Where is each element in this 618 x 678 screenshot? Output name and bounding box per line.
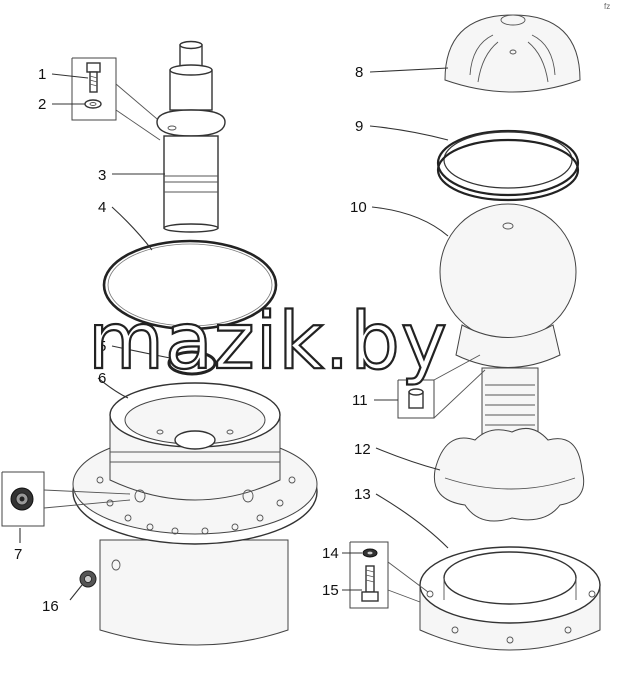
- part-2-washer: [84, 99, 102, 109]
- callout-3: 3: [98, 167, 106, 184]
- callout-1: 1: [38, 66, 46, 83]
- callout-5: 5: [98, 338, 106, 355]
- callout-12: 12: [354, 441, 371, 458]
- part-6-flange-housing: [72, 382, 318, 646]
- callout-7: 7: [14, 546, 22, 563]
- part-10-lever-knob: [439, 203, 577, 445]
- callout-2: 2: [38, 96, 46, 113]
- callout-6: 6: [98, 370, 106, 387]
- callout-14: 14: [322, 545, 339, 562]
- part-14-15-inset: [349, 541, 429, 609]
- leader-lines: [19, 67, 449, 601]
- part-15-bolt: [361, 565, 379, 602]
- part-5-o-ring-small: [167, 350, 217, 376]
- callout-11: 11: [352, 392, 368, 409]
- callout-labels: 1 2 3 4 5 6 7 8 9 10 11 12 13 14 15 16: [14, 64, 371, 615]
- part-7-plug-inset: [1, 471, 131, 527]
- callout-16: 16: [42, 598, 59, 615]
- part-1-2-inset: [71, 57, 171, 141]
- part-13-flange-ring: [419, 546, 601, 651]
- part-9-ring: [436, 129, 580, 202]
- part-8-dome-cap: [444, 14, 581, 93]
- part-14-washer: [362, 548, 378, 558]
- part-1-bolt: [86, 62, 101, 93]
- callout-4: 4: [98, 199, 106, 216]
- part-3-shaft: [156, 40, 226, 233]
- part-12-boot-base: [433, 427, 585, 522]
- callout-13: 13: [354, 486, 371, 503]
- callout-15: 15: [322, 582, 339, 599]
- watermark: mazik.by: [88, 297, 448, 387]
- part-4-o-ring-large: [102, 239, 278, 331]
- callout-10: 10: [350, 199, 367, 216]
- callout-9: 9: [355, 118, 363, 135]
- corner-mark: fz: [604, 2, 610, 11]
- callout-8: 8: [355, 64, 363, 81]
- part-11-bushing-inset: [397, 354, 486, 419]
- part-16-nut: [79, 570, 97, 588]
